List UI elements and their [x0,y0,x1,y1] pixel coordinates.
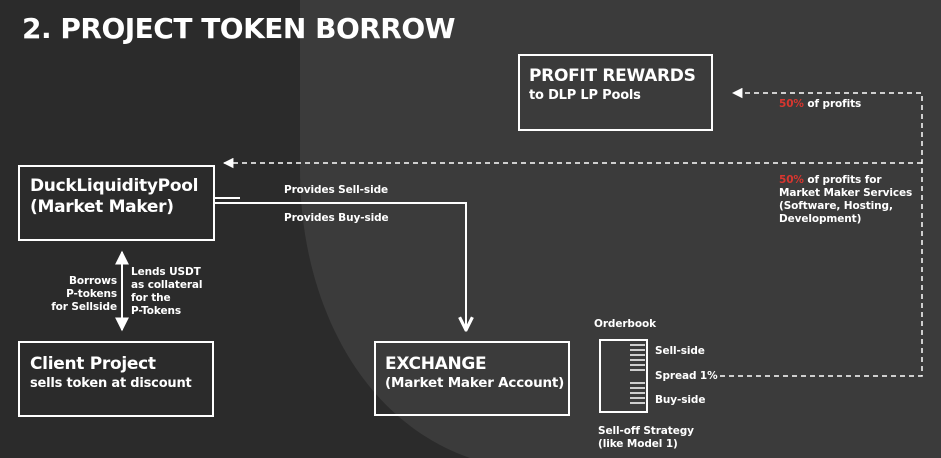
profit-rewards-title: PROFIT REWARDS [529,66,696,86]
duck-pool-role: (Market Maker) [30,197,174,217]
profit-share-label-1: 50% of profits [779,98,862,110]
orderbook-title: Orderbook [594,318,656,330]
profit-rewards-box: PROFIT REWARDS to DLP LP Pools [518,54,713,131]
exchange-subtitle: (Market Maker Account) [385,375,565,391]
page-title: 2. PROJECT TOKEN BORROW [22,12,456,45]
client-project-subtitle: sells token at discount [30,376,192,391]
client-project-box: Client Project sells token at discount [18,341,214,417]
orderbook-buy-side-label: Buy-side [655,394,706,406]
duck-liquidity-pool-box: DuckLiquidityPool (Market Maker) [18,165,215,241]
orderbook-sell-side-label: Sell-side [655,345,705,357]
duck-pool-name: DuckLiquidityPool [30,176,199,196]
lends-label: Lends USDT as collateral for the P-Token… [131,266,203,317]
exchange-title: EXCHANGE [385,354,487,374]
orderbook-spread-label: Spread 1% [655,370,718,382]
profit-rewards-subtitle: to DLP LP Pools [529,88,641,103]
client-project-title: Client Project [30,354,156,374]
provides-sell-side-label: Provides Sell-side [284,184,388,196]
profit-share-label-2: 50% of profits for Market Maker Services… [779,174,913,225]
provides-buy-side-label: Provides Buy-side [284,212,389,224]
exchange-box: EXCHANGE (Market Maker Account) [374,341,570,416]
sell-off-strategy-label: Sell-off Strategy (like Model 1) [598,425,694,450]
borrows-label: Borrows P-tokens for Sellside [51,275,117,313]
